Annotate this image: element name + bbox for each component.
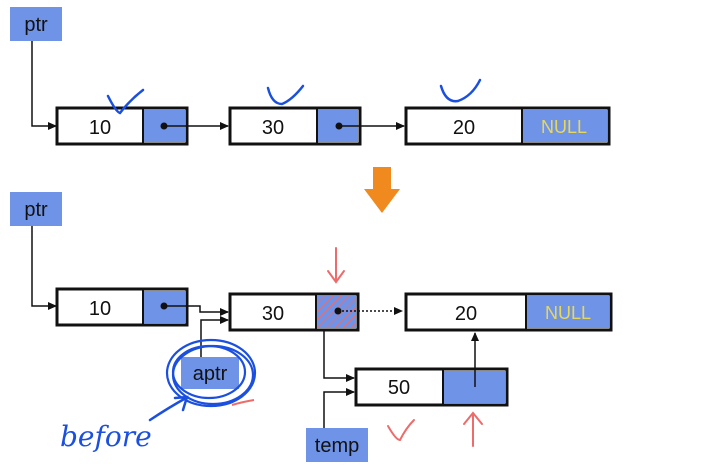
- top-ptr-link: [31, 41, 57, 130]
- aptr-link: [200, 316, 229, 357]
- down-arrow-icon: [327, 247, 345, 284]
- up-arrow-icon: [463, 411, 483, 447]
- aptr-label: aptr: [193, 363, 228, 385]
- check-mark-icon: [106, 78, 482, 115]
- bottom-node-2-value: 30: [262, 303, 284, 325]
- red-scribble-icon: [231, 399, 255, 406]
- top-ptr-label: ptr: [24, 14, 48, 36]
- top-node-2-value: 30: [262, 117, 284, 139]
- top-node-1-value: 10: [89, 117, 111, 139]
- bottom-ptr-box: ptr: [10, 192, 62, 226]
- bottom-node-1-value: 10: [89, 298, 111, 320]
- bottom-node-3: 20 NULL: [404, 292, 613, 332]
- new-node-50: 50: [354, 367, 509, 407]
- before-pointer-arrow-icon: [148, 395, 189, 422]
- before-annotation: before: [60, 420, 152, 453]
- temp-box: temp: [306, 428, 368, 462]
- bottom-ptr-link: [31, 226, 57, 310]
- top-node-3: 20 NULL: [404, 106, 611, 146]
- new-node-value: 50: [388, 377, 410, 399]
- top-null-label: NULL: [541, 117, 587, 137]
- bottom-list: ptr 10 30 20 NULL: [10, 192, 613, 462]
- red-check-mark-icon: [387, 419, 415, 442]
- bottom-ptr-label: ptr: [24, 199, 48, 221]
- bottom-node-1: 10: [55, 287, 189, 327]
- temp-link: [323, 388, 355, 428]
- bottom-node-3-value: 20: [455, 303, 477, 325]
- temp-label: temp: [315, 435, 359, 457]
- bottom-link-1: [164, 305, 229, 316]
- bottom-node-2: 30: [228, 292, 360, 332]
- top-list: ptr 10 30 20 NULL: [10, 7, 611, 146]
- bottom-null-label: NULL: [545, 303, 591, 323]
- transition-arrow-icon: [364, 167, 400, 213]
- top-node-2: 30: [228, 106, 362, 146]
- top-node-3-value: 20: [453, 117, 475, 139]
- circle-icon: [165, 338, 257, 408]
- aptr-box: aptr: [181, 357, 239, 389]
- top-ptr-box: ptr: [10, 7, 62, 41]
- insert-link: [323, 330, 355, 382]
